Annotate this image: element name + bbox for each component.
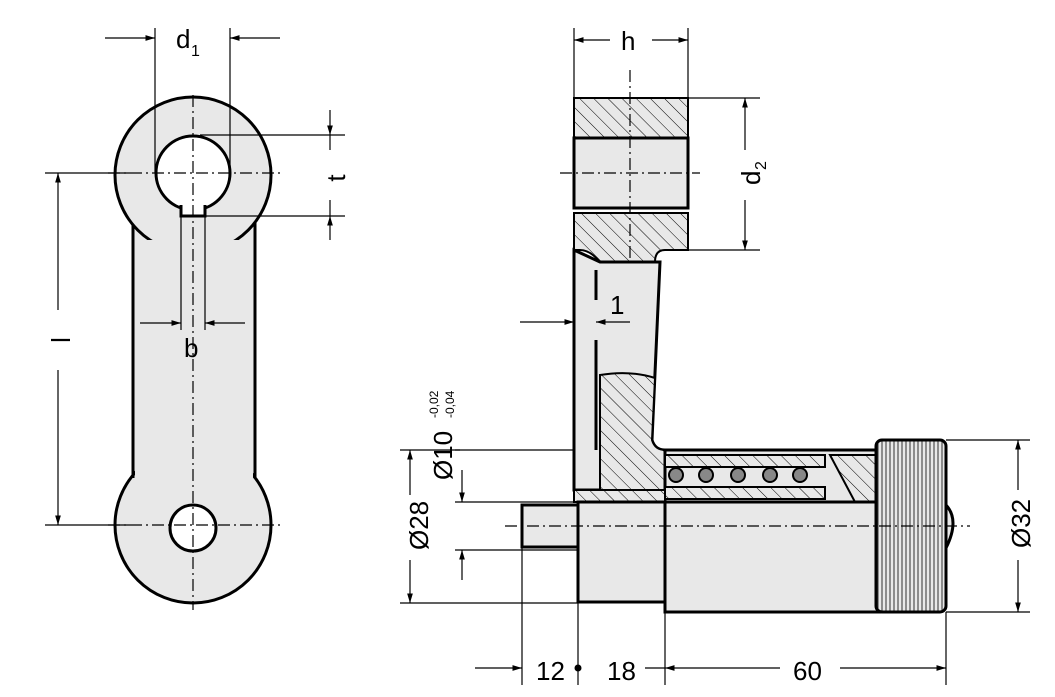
- section-view: [505, 70, 970, 614]
- dim12-label: 12: [536, 656, 565, 686]
- l-label: l: [46, 337, 76, 343]
- tol-lower: -0,04: [443, 390, 457, 418]
- dim-bottom: 12 18 60: [475, 527, 947, 686]
- dim-b: b: [140, 320, 245, 363]
- hub-section-lower: [573, 212, 689, 263]
- t-label: t: [321, 174, 351, 182]
- dim-d2: d 2: [688, 97, 770, 251]
- dim-1: 1: [520, 290, 630, 330]
- dim-bore: Ø10 -0,02 -0,04: [427, 390, 574, 503]
- d32-label: Ø32: [1006, 499, 1036, 548]
- pin-collar: [576, 500, 667, 604]
- d1-label: d: [176, 24, 190, 54]
- hub-section-top: [573, 97, 689, 139]
- dim-d32: Ø32: [946, 439, 1036, 613]
- dim-l: l: [45, 172, 130, 526]
- dim-d1: d 1: [105, 24, 280, 173]
- dim-t: t: [200, 110, 351, 240]
- front-view: [108, 95, 280, 610]
- d2-sub: 2: [753, 161, 770, 170]
- spring: [668, 467, 808, 483]
- dim-h: h: [573, 26, 689, 98]
- d2-label: d: [736, 171, 766, 185]
- d1-sub: 1: [191, 43, 200, 60]
- h-label: h: [621, 26, 635, 56]
- dim18-label: 18: [607, 656, 636, 686]
- d28-label: Ø28: [404, 501, 434, 550]
- b-label: b: [184, 333, 198, 363]
- dim60-label: 60: [793, 656, 822, 686]
- tol-upper: -0,02: [427, 390, 441, 418]
- one-label: 1: [610, 290, 624, 320]
- bore-label: Ø10: [428, 431, 458, 480]
- dim-d28: Ø28: [400, 449, 578, 604]
- pin-body: [663, 500, 882, 614]
